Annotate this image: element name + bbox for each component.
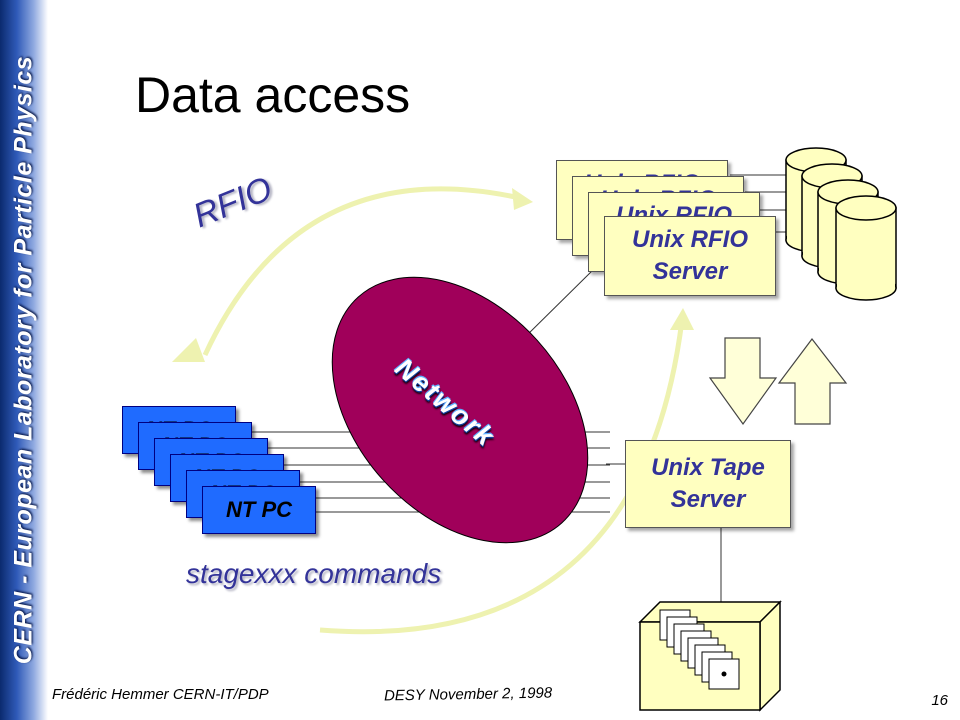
rfio-server-box: Unix RFIO Server [604, 216, 776, 296]
page-title: Data access [135, 67, 411, 123]
stage-curve-arrow [319, 319, 685, 635]
page-number: 16 [931, 692, 948, 709]
rfio-arrowhead-left [172, 338, 205, 362]
rfio-curve-arrow [202, 186, 521, 357]
sidebar-banner: CERN - European Laboratory for Particle … [0, 0, 48, 720]
tape-library-icon [638, 600, 782, 712]
nt-pc-box: NT PC [202, 486, 316, 534]
disk-cylinder-icon [835, 195, 897, 301]
footer-event: DESY November 2, 1998 [383, 684, 553, 705]
rfio-arrowhead-right [512, 188, 533, 210]
up-arrow-icon [777, 338, 848, 425]
stage-arrowhead-up [670, 308, 694, 330]
footer-author: Frédéric Hemmer CERN-IT/PDP [52, 686, 269, 703]
network-ellipse [331, 276, 589, 544]
down-arrow-icon [708, 337, 778, 426]
tape-server-box: Unix Tape Server [625, 440, 791, 528]
link-network-rfio [519, 267, 596, 343]
stage-commands-label: stagexxx commands [186, 558, 442, 589]
